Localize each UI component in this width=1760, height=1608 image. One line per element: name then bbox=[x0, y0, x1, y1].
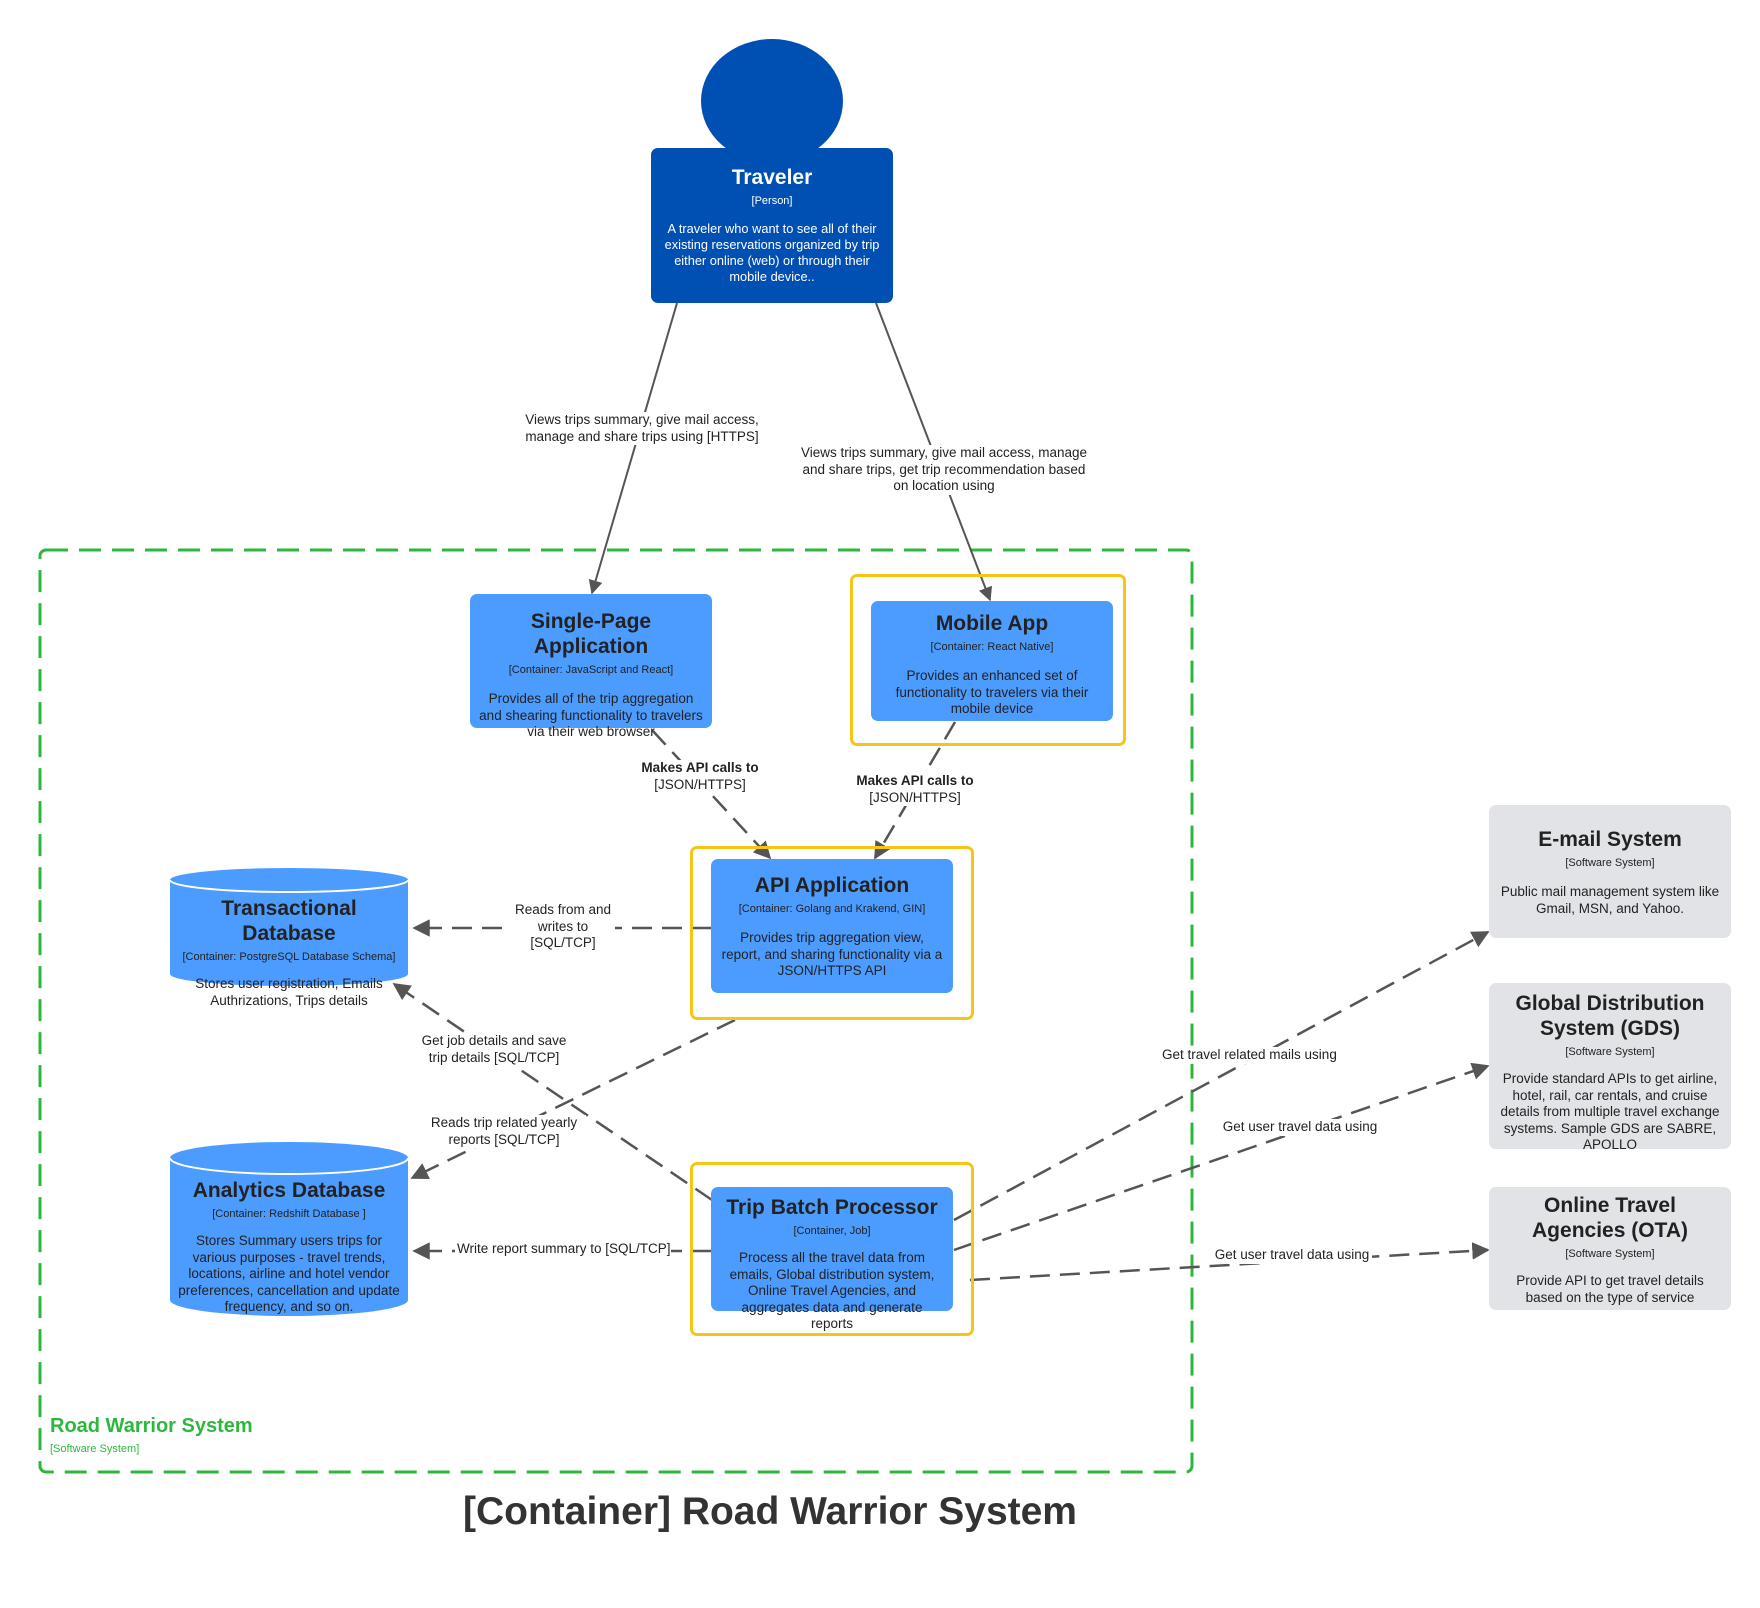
mobile-name: Mobile App bbox=[935, 612, 1049, 635]
api-name: API Application bbox=[754, 874, 910, 897]
email-system[interactable]: E-mail System [Software System] Public m… bbox=[1489, 805, 1731, 938]
edge-batch-ota bbox=[969, 1242, 1490, 1282]
edge-batch-email bbox=[953, 930, 1490, 1222]
api-tag: [Container: Golang and Krakend, GIN] bbox=[738, 903, 926, 915]
spa-tag: [Container: JavaScript and React] bbox=[508, 664, 674, 676]
person-icon bbox=[701, 39, 843, 163]
gds-name: Global Distribution System (GDS) bbox=[1515, 992, 1705, 1040]
txdb-database[interactable]: Transactional Database [Container: Postg… bbox=[170, 868, 408, 1008]
edge-batch-txdb bbox=[392, 982, 713, 1202]
label-spa-api-tech: [JSON/HTTPS] bbox=[654, 776, 746, 792]
email-tag: [Software System] bbox=[1565, 857, 1655, 869]
highlight-api bbox=[690, 846, 974, 1020]
spa-container[interactable]: Single-Page Application [Container: Java… bbox=[470, 594, 712, 739]
boundary-tag: [Software System] bbox=[50, 1443, 140, 1455]
label-mobile-api-text: Makes API calls to bbox=[856, 773, 974, 788]
label-batch-email: Get travel related mails using bbox=[1160, 1047, 1337, 1064]
traveler-name: Traveler bbox=[731, 166, 813, 189]
batch-description: Process all the travel data from emails,… bbox=[729, 1250, 935, 1331]
label-batch-gds: Get user travel data using bbox=[1220, 1119, 1380, 1136]
database-cylinder-icon bbox=[170, 1142, 408, 1316]
label-traveler-mobile: Views trips summary, give mail access, m… bbox=[796, 445, 1092, 495]
edge-traveler-spa bbox=[588, 302, 678, 595]
system-boundary bbox=[38, 548, 1194, 1474]
label-spa-api: Makes API calls to [JSON/HTTPS] bbox=[636, 760, 764, 793]
spa-description: Provides all of the trip aggregation and… bbox=[479, 691, 703, 739]
boundary-name: Road Warrior System bbox=[50, 1415, 253, 1437]
label-batch-txdb: Get job details and save trip details [S… bbox=[410, 1033, 578, 1066]
traveler-description: A traveler who want to see all of their … bbox=[664, 221, 880, 284]
mobile-container[interactable]: Mobile App [Container: React Native] Pro… bbox=[871, 601, 1113, 721]
mobile-tag: [Container: React Native] bbox=[930, 641, 1054, 653]
traveler-tag: [Person] bbox=[751, 195, 793, 207]
edge-spa-api bbox=[651, 729, 772, 860]
spa-name: Single-Page Application bbox=[530, 610, 652, 658]
txdb-description: Stores user registration, Emails Authriz… bbox=[195, 976, 383, 1008]
label-spa-api-text: Makes API calls to bbox=[641, 760, 759, 775]
label-mobile-api-tech: [JSON/HTTPS] bbox=[869, 789, 961, 805]
database-cylinder-icon bbox=[170, 868, 408, 986]
email-name: E-mail System bbox=[1538, 828, 1682, 851]
andb-database[interactable]: Analytics Database [Container: Redshift … bbox=[170, 1142, 408, 1316]
highlight-mobile bbox=[850, 574, 1126, 746]
label-batch-andb: Write report summary to [SQL/TCP] bbox=[455, 1241, 671, 1258]
gds-description: Provide standard APIs to get airline, ho… bbox=[1500, 1071, 1720, 1152]
email-description: Public mail management system like Gmail… bbox=[1500, 884, 1720, 916]
txdb-tag: [Container: PostgreSQL Database Schema] bbox=[182, 951, 396, 963]
ota-description: Provide API to get travel details based … bbox=[1516, 1273, 1704, 1305]
api-container[interactable]: API Application [Container: Golang and K… bbox=[711, 859, 953, 993]
api-description: Provides trip aggregation view, report, … bbox=[721, 930, 943, 978]
andb-name: Analytics Database bbox=[192, 1179, 386, 1202]
gds-system[interactable]: Global Distribution System (GDS) [Softwa… bbox=[1489, 983, 1731, 1152]
ota-name: Online Travel Agencies (OTA) bbox=[1532, 1194, 1688, 1242]
ota-system[interactable]: Online Travel Agencies (OTA) [Software S… bbox=[1489, 1187, 1731, 1310]
highlight-batch bbox=[690, 1162, 974, 1336]
andb-tag: [Container: Redshift Database ] bbox=[212, 1208, 366, 1220]
label-api-txdb: Reads from and writes to [SQL/TCP] bbox=[511, 902, 615, 952]
mobile-description: Provides an enhanced set of functionalit… bbox=[895, 668, 1089, 716]
edge-batch-gds bbox=[953, 1062, 1490, 1252]
andb-description: Stores Summary users trips for various p… bbox=[178, 1233, 400, 1314]
diagram-title: [Container] Road Warrior System bbox=[463, 1490, 1077, 1533]
traveler-person[interactable]: Traveler [Person] A traveler who want to… bbox=[651, 148, 893, 303]
label-api-andb: Reads trip related yearly reports [SQL/T… bbox=[422, 1115, 586, 1148]
ota-tag: [Software System] bbox=[1565, 1248, 1655, 1260]
batch-container[interactable]: Trip Batch Processor [Container, Job] Pr… bbox=[711, 1187, 953, 1331]
batch-tag: [Container, Job] bbox=[793, 1225, 871, 1237]
label-traveler-spa: Views trips summary, give mail access, m… bbox=[520, 412, 764, 445]
gds-tag: [Software System] bbox=[1565, 1046, 1655, 1058]
txdb-name: Transactional Database bbox=[221, 897, 357, 945]
label-mobile-api: Makes API calls to [JSON/HTTPS] bbox=[851, 773, 979, 806]
batch-name: Trip Batch Processor bbox=[726, 1196, 938, 1219]
label-batch-ota: Get user travel data using bbox=[1212, 1247, 1372, 1264]
